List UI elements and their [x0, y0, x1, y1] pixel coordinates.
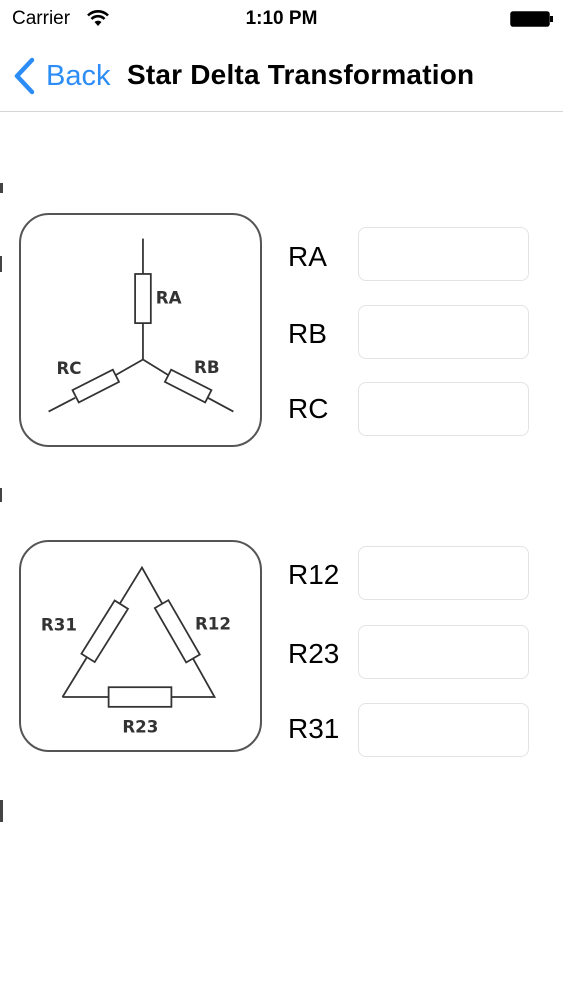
back-button[interactable]: Back	[12, 56, 110, 96]
rb-label: RB	[288, 318, 327, 349]
wifi-icon	[87, 10, 109, 26]
diagram-label-rc: RC	[56, 358, 81, 378]
rb-input[interactable]	[358, 305, 529, 359]
r31-input[interactable]	[358, 703, 529, 757]
status-bar: Carrier 1:10 PM	[0, 0, 563, 40]
ra-input[interactable]	[358, 227, 529, 281]
r23-input[interactable]	[358, 625, 529, 679]
star-network-diagram: RA RC RB	[19, 213, 262, 447]
page-title: Star Delta Transformation	[127, 59, 475, 90]
clock-time: 1:10 PM	[245, 8, 318, 29]
carrier-label: Carrier	[12, 8, 71, 29]
rc-input[interactable]	[358, 382, 529, 436]
r12-label: R12	[288, 559, 340, 590]
battery-full-icon	[510, 11, 553, 27]
left-edge-fragment	[0, 488, 2, 502]
r23-label: R23	[288, 638, 340, 669]
diagram-label-rb: RB	[194, 357, 220, 377]
diagram-label-ra: RA	[156, 287, 182, 307]
rc-label: RC	[288, 393, 329, 424]
r31-label: R31	[288, 713, 340, 744]
left-edge-fragment	[0, 256, 2, 272]
r12-input[interactable]	[358, 546, 529, 600]
left-edge-fragment	[0, 183, 3, 193]
delta-network-svg: R31 R12 R23	[41, 565, 231, 736]
ra-label: RA	[288, 241, 327, 272]
diagram-label-r23: R23	[122, 717, 158, 736]
delta-network-diagram: R31 R12 R23	[19, 540, 262, 752]
diagram-label-r31: R31	[41, 615, 77, 634]
left-edge-fragment	[0, 800, 3, 822]
chevron-left-icon	[14, 57, 35, 95]
navigation-bar: Back Star Delta Transformation	[0, 40, 563, 112]
back-label: Back	[46, 59, 111, 92]
diagram-label-r12: R12	[195, 614, 231, 633]
star-network-svg: RA RC RB	[48, 238, 234, 413]
